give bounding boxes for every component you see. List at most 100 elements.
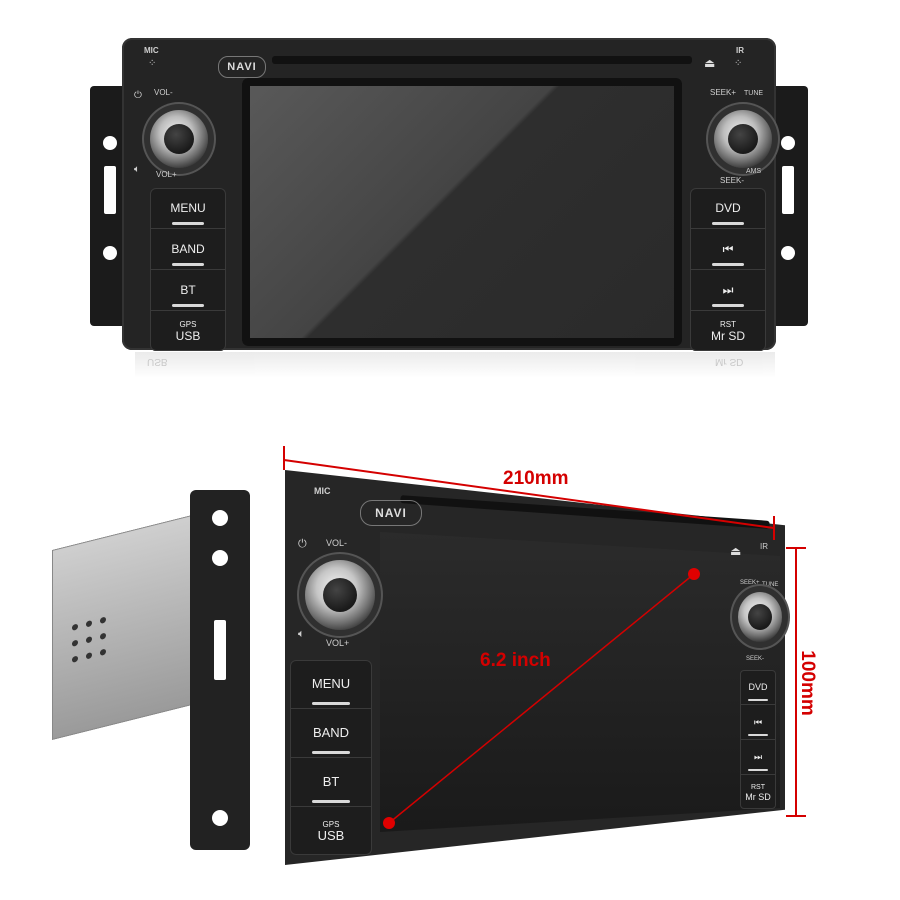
perspective-volume-knob[interactable] [305,560,375,630]
perspective-mic-label: MIC [314,486,331,496]
side-mounting-bracket [190,490,250,850]
prev-icon: ⏮ [753,717,763,727]
seek-plus-label: SEEK+ [710,88,737,97]
diagonal-label: 6.2 inch [480,650,551,671]
button-label: MENU [311,676,351,691]
next-track-button[interactable]: ⏭ [690,270,766,311]
mount-hole [212,510,228,526]
disc-slot [272,56,692,64]
button-bar [312,751,350,754]
perspective-vol-plus-label: VOL+ [326,638,350,648]
button-label: DVD [715,201,741,215]
perspective-next-track-button[interactable]: ⏭ [740,740,776,775]
button-label: DVD [748,682,768,692]
menu-button[interactable]: MENU [150,188,226,229]
button-bar [172,222,204,225]
height-label: 100mm [796,650,818,716]
button-label: USB [175,328,201,343]
vol-plus-label: VOL+ [156,170,177,179]
ir-label: IR [736,46,744,55]
perspective-mute-icon: 🔈︎ [298,628,305,640]
perspective-band-button[interactable]: BAND [290,709,372,758]
next-icon: ⏭ [722,283,734,297]
width-dimension-line [283,459,775,529]
next-icon: ⏭ [753,752,763,762]
prev-icon: ⏮ [722,242,734,256]
diagonal-endpoint-bottom [383,817,395,829]
ams-label: AMS [746,168,762,175]
tune-label: TUNE [744,90,764,97]
button-label: Mr SD [711,328,745,343]
button-sublabel: RST [720,319,736,329]
mount-hole [212,810,228,826]
perspective-bt-button[interactable]: BT [290,758,372,807]
ir-sensor-icon: ⁘ [734,58,743,69]
perspective-seek-minus-label: SEEK- [746,656,765,662]
previous-track-button[interactable]: ⏮ [690,229,766,270]
front-bezel: MIC ⁘ IR ⁘ NAVI ⏏ ⏻ VOL- 🔈︎ VOL+ SEEK+ T… [122,38,776,351]
mount-hole [103,246,117,260]
perspective-dvd-button[interactable]: DVD [740,670,776,705]
bt-button[interactable]: BT [150,270,226,311]
mount-hole [103,136,117,150]
button-sublabel: RST [751,783,765,791]
band-button[interactable]: BAND [150,229,226,270]
seek-minus-label: SEEK- [720,176,745,185]
tune-knob[interactable] [714,110,772,168]
vol-minus-label: VOL- [154,88,173,97]
perspective-navi-button[interactable]: NAVI [360,500,422,526]
button-label: BT [322,774,340,789]
front-reflection: USB Mr SD [135,352,775,378]
perspective-tune-knob[interactable] [738,592,782,642]
button-bar [312,800,350,803]
perspective-previous-track-button[interactable]: ⏮ [740,705,776,740]
mount-slot [782,166,794,214]
button-bar [172,263,204,266]
button-label: BAND [312,725,350,740]
mount-slot [104,166,116,214]
button-label: MENU [170,201,206,215]
button-bar [712,222,744,225]
perspective-menu-button[interactable]: MENU [290,660,372,709]
perspective-seek-plus-label: SEEK+ [740,580,760,586]
mount-hole [212,550,228,566]
button-bar [312,702,350,705]
display-screen[interactable] [242,78,682,346]
perspective-vol-minus-label: VOL- [326,538,348,548]
dvd-button[interactable]: DVD [690,188,766,229]
button-bar [172,304,204,307]
perspective-view: NAVI MIC IR ⏏ ⏻ VOL- 🔈︎ VOL+ SEEK+ TUNE … [190,470,790,870]
diagonal-endpoint-top [688,568,700,580]
mount-hole [781,136,795,150]
button-label: BT [180,283,196,297]
mount-hole [781,246,795,260]
perspective-eject-icon[interactable]: ⏏ [730,544,742,558]
power-icon: ⏻ [134,90,142,101]
navi-button[interactable]: NAVI [218,56,266,78]
button-sublabel: GPS [179,319,197,329]
eject-icon[interactable]: ⏏ [704,56,716,70]
button-bar [712,304,744,307]
button-bar [748,734,768,736]
button-label: Mr SD [745,791,771,802]
front-view: MIC ⁘ IR ⁘ NAVI ⏏ ⏻ VOL- 🔈︎ VOL+ SEEK+ T… [90,38,808,351]
button-bar [748,699,768,701]
perspective-display-screen[interactable] [380,532,780,832]
button-bar [712,263,744,266]
button-label: BAND [171,242,205,256]
button-label: USB [317,827,345,843]
width-label: 210mm [503,468,569,489]
mute-icon: 🔈︎ [134,164,140,175]
diagonal-line [388,573,695,824]
volume-knob[interactable] [150,110,208,168]
